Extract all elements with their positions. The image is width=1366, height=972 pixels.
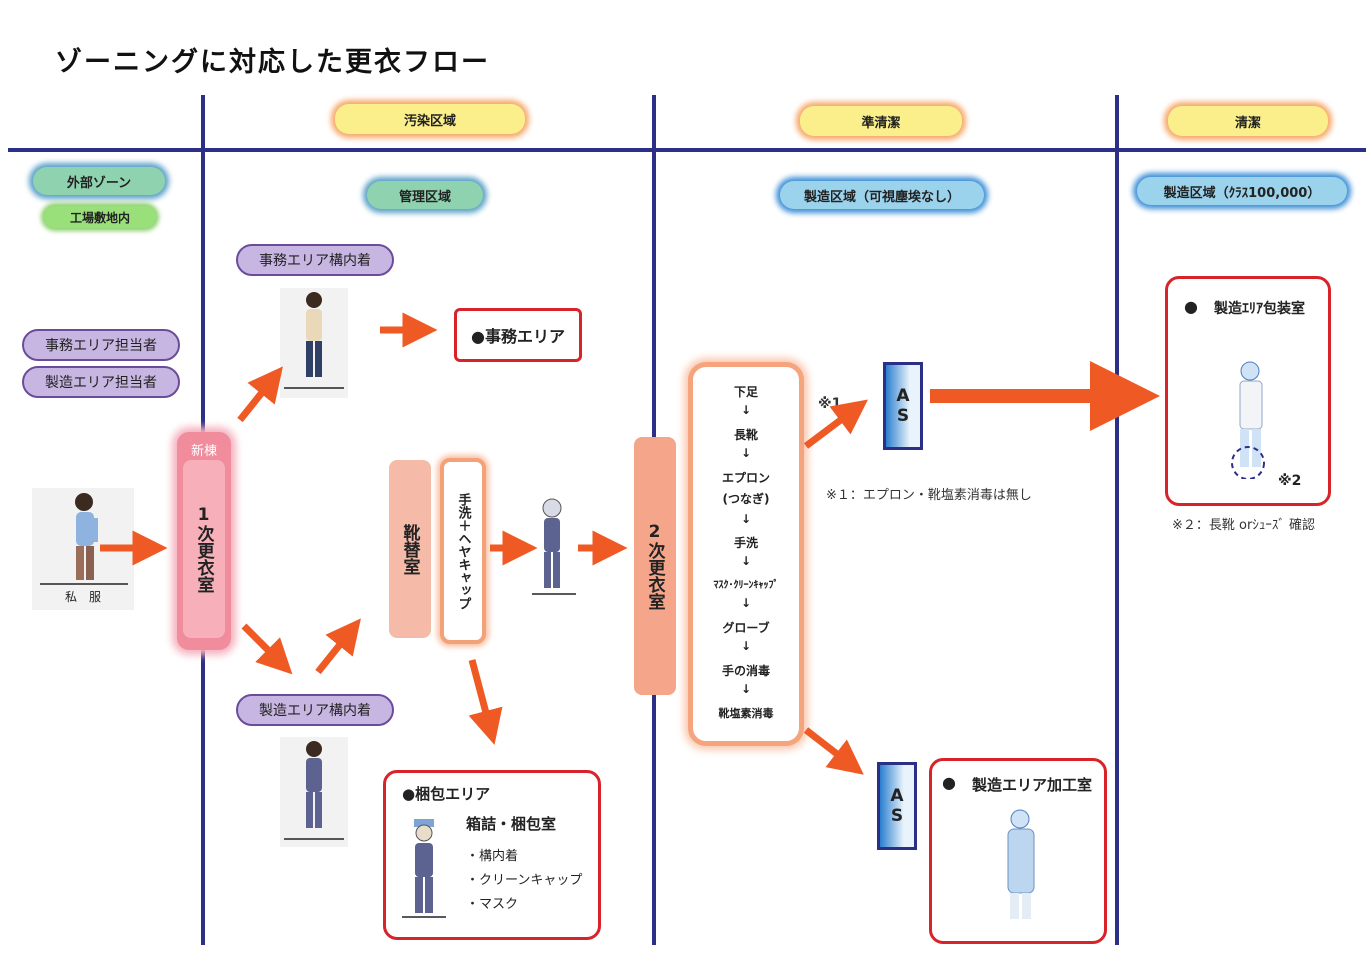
as-letter: S (896, 406, 910, 426)
divider-3 (1115, 95, 1119, 945)
pack-room-label: 製造ｴﾘｱ包装室 (1214, 301, 1305, 317)
zone-contaminated: 汚染区域 (335, 104, 525, 134)
flow-step: 手洗 (733, 536, 758, 550)
pack-room-box: ● 製造ｴﾘｱ包装室 ※2 (1165, 276, 1331, 506)
flow-arrow: ↓ (740, 682, 752, 696)
packing-item: ・クリーンキャップ (466, 873, 583, 888)
process-room-bullet: ● (942, 773, 956, 792)
street-clothes-label: 私 服 (64, 590, 101, 604)
role-office-staff: 事務エリア担当者 (22, 329, 180, 361)
flow-step: 靴塩素消毒 (718, 707, 774, 720)
zone-mfg-class: 製造区域（ｸﾗｽ100,000） (1137, 177, 1347, 205)
capped-worker-figure (530, 496, 578, 598)
arrow-to-as-lower (803, 727, 864, 775)
dressing-flow-box: 下足 ↓ 長靴 ↓ エプロン (つなぎ) ↓ 手洗 ↓ ﾏｽｸ･ｸﾘｰﾝｷｬｯﾌ… (688, 362, 804, 746)
flow-step: グローブ (722, 621, 770, 635)
flow-arrow: ↓ (740, 446, 752, 460)
zone-clean: 清潔 (1168, 106, 1328, 136)
flow-step: 手の消毒 (721, 664, 770, 678)
person-icon (1007, 809, 1035, 919)
flow-arrow: ↓ (740, 512, 752, 526)
arrow-to-office-wear (237, 366, 283, 423)
person-icon (1231, 361, 1265, 479)
shoe-room-label: 靴替室 (399, 523, 420, 575)
role-mfg-staff: 製造エリア担当者 (22, 366, 180, 398)
office-wear-figure (280, 288, 348, 398)
pack-room-mark: ※2 (1278, 473, 1302, 489)
zone-managed: 管理区域 (367, 181, 483, 209)
person-icon (284, 292, 344, 389)
first-room-label: 1次更衣室 (193, 505, 214, 593)
flow-step: ﾏｽｸ･ｸﾘｰﾝｷｬｯﾌﾟ (713, 580, 779, 591)
zone-mfg-no-dust: 製造区域（可視塵埃なし） (780, 181, 984, 209)
flow-arrow: ↓ (740, 596, 752, 610)
process-room-label: 製造エリア加工室 (972, 776, 1093, 794)
flow-step: エプロン (721, 471, 770, 485)
flow-arrow: ↓ (740, 403, 752, 417)
zone-factory: 工場敷地内 (44, 206, 156, 228)
process-room-box: ● 製造エリア加工室 (929, 758, 1107, 944)
second-changing-room: 2次更衣室 (634, 437, 676, 695)
arrow-to-shoe-room (315, 618, 361, 675)
arrow-to-mfg-wear (241, 623, 293, 675)
mfg-wear-label: 製造エリア構内着 (236, 694, 394, 726)
office-wear-label: 事務エリア構内着 (236, 244, 394, 276)
header-divider (8, 148, 1366, 152)
air-shower-lower: A S (877, 762, 917, 850)
flow-arrow: ↓ (740, 554, 752, 568)
as-letter: A (896, 386, 910, 406)
as-letter: A (890, 786, 904, 806)
note1-text: ※１：エプロン・靴塩素消毒は無し (826, 488, 1032, 503)
second-room-label: 2次更衣室 (644, 522, 665, 610)
packing-area-title: ●梱包エリア (402, 785, 491, 803)
page-title: ゾーニングに対応した更衣フロー (55, 47, 490, 78)
new-building-badge: 新棟 (190, 444, 217, 459)
flow-step: (つなぎ) (722, 492, 770, 506)
pack-room-bullet: ● (1184, 297, 1198, 316)
flow-arrow: ↓ (740, 639, 752, 653)
first-changing-room: 新棟 1次更衣室 (177, 432, 231, 650)
mfg-wear-figure (280, 737, 348, 847)
flow-step: 長靴 (733, 428, 758, 442)
person-icon (40, 493, 128, 585)
arrow-to-as-upper (803, 399, 868, 449)
packing-item: ・構内着 (466, 849, 519, 864)
office-area-box: ●事務エリア (454, 308, 582, 362)
air-shower-upper: A S (883, 362, 923, 450)
packing-area-box: ●梱包エリア 箱詰・梱包室 ・構内着 ・クリーンキャップ ・マスク (383, 770, 601, 940)
arrow-to-packing (468, 659, 503, 745)
zone-external: 外部ゾーン (33, 167, 165, 195)
person-icon (284, 741, 344, 840)
packing-room-label: 箱詰・梱包室 (466, 815, 557, 833)
flow-step: 下足 (733, 385, 758, 399)
shoe-change-room: 靴替室 (389, 460, 431, 638)
note2-text: ※２：長靴 orｼｭｰｽﾞ 確認 (1172, 518, 1315, 533)
packing-item: ・マスク (466, 897, 519, 912)
handwash-label: 手洗＋ヘヤキャップ (455, 492, 471, 610)
zone-semi-clean: 準清潔 (800, 106, 962, 136)
office-area-label: ●事務エリア (471, 327, 565, 346)
person-icon (532, 498, 576, 595)
as-letter: S (890, 806, 904, 826)
person-icon (402, 819, 446, 918)
handwash-station: 手洗＋ヘヤキャップ (440, 458, 486, 644)
